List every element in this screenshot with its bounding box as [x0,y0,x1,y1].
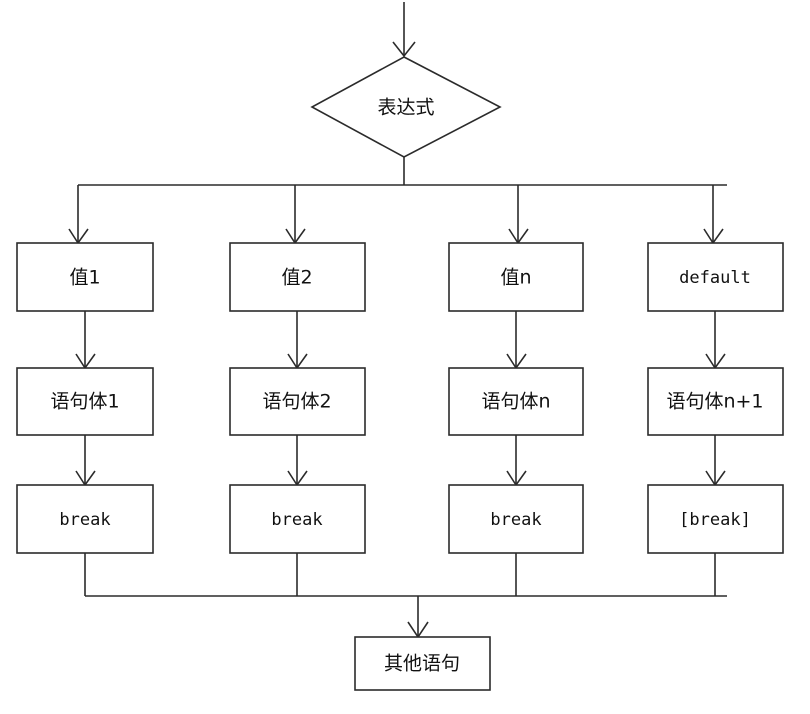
break-label-3: break [490,510,541,530]
branch-1-edge-case-to-body [75,311,96,370]
break-node-1[interactable]: break [16,484,154,554]
body-label-4: 语句体n+1 [666,391,763,413]
decision-node[interactable]: 表达式 [310,56,502,158]
break-node-4[interactable]: [break] [647,484,784,554]
decision-label: 表达式 [377,97,434,119]
body-node-3[interactable]: 语句体n [448,367,584,436]
case-label-1: 值1 [69,267,100,289]
branch-4-edge-to-case [703,185,724,245]
branch-1-edge-to-case [68,185,89,245]
branch-2-edge-body-to-break [287,435,308,487]
case-label-2: 值2 [281,267,312,289]
exit-edge [407,596,429,639]
branch-2-edge-case-to-body [287,311,308,370]
case-label-4: default [679,268,751,288]
exit-node[interactable]: 其他语句 [354,636,491,691]
body-node-1[interactable]: 语句体1 [16,367,154,436]
break-node-2[interactable]: break [229,484,366,554]
break-label-2: break [271,510,322,530]
case-label-3: 值n [500,267,531,289]
branch-3-edge-body-to-break [506,435,527,487]
branch-4-edge-case-to-body [705,311,726,370]
branch-3-edge-case-to-body [506,311,527,370]
break-node-3[interactable]: break [448,484,584,554]
body-node-2[interactable]: 语句体2 [229,367,366,436]
branch-3-edge-to-case [508,185,529,245]
case-node-3[interactable]: 值n [448,242,584,312]
case-node-4[interactable]: default [647,242,784,312]
case-node-2[interactable]: 值2 [229,242,366,312]
body-node-4[interactable]: 语句体n+1 [647,367,784,436]
body-label-3: 语句体n [481,391,550,413]
entry-edge [392,2,416,58]
branch-1-edge-body-to-break [75,435,96,487]
break-label-4: [break] [679,510,751,530]
branch-2-edge-to-case [285,185,306,245]
body-label-2: 语句体2 [262,391,331,413]
break-label-1: break [59,510,110,530]
case-node-1[interactable]: 值1 [16,242,154,312]
branch-4-edge-body-to-break [705,435,726,487]
exit-label: 其他语句 [384,653,460,675]
body-label-1: 语句体1 [50,391,119,413]
